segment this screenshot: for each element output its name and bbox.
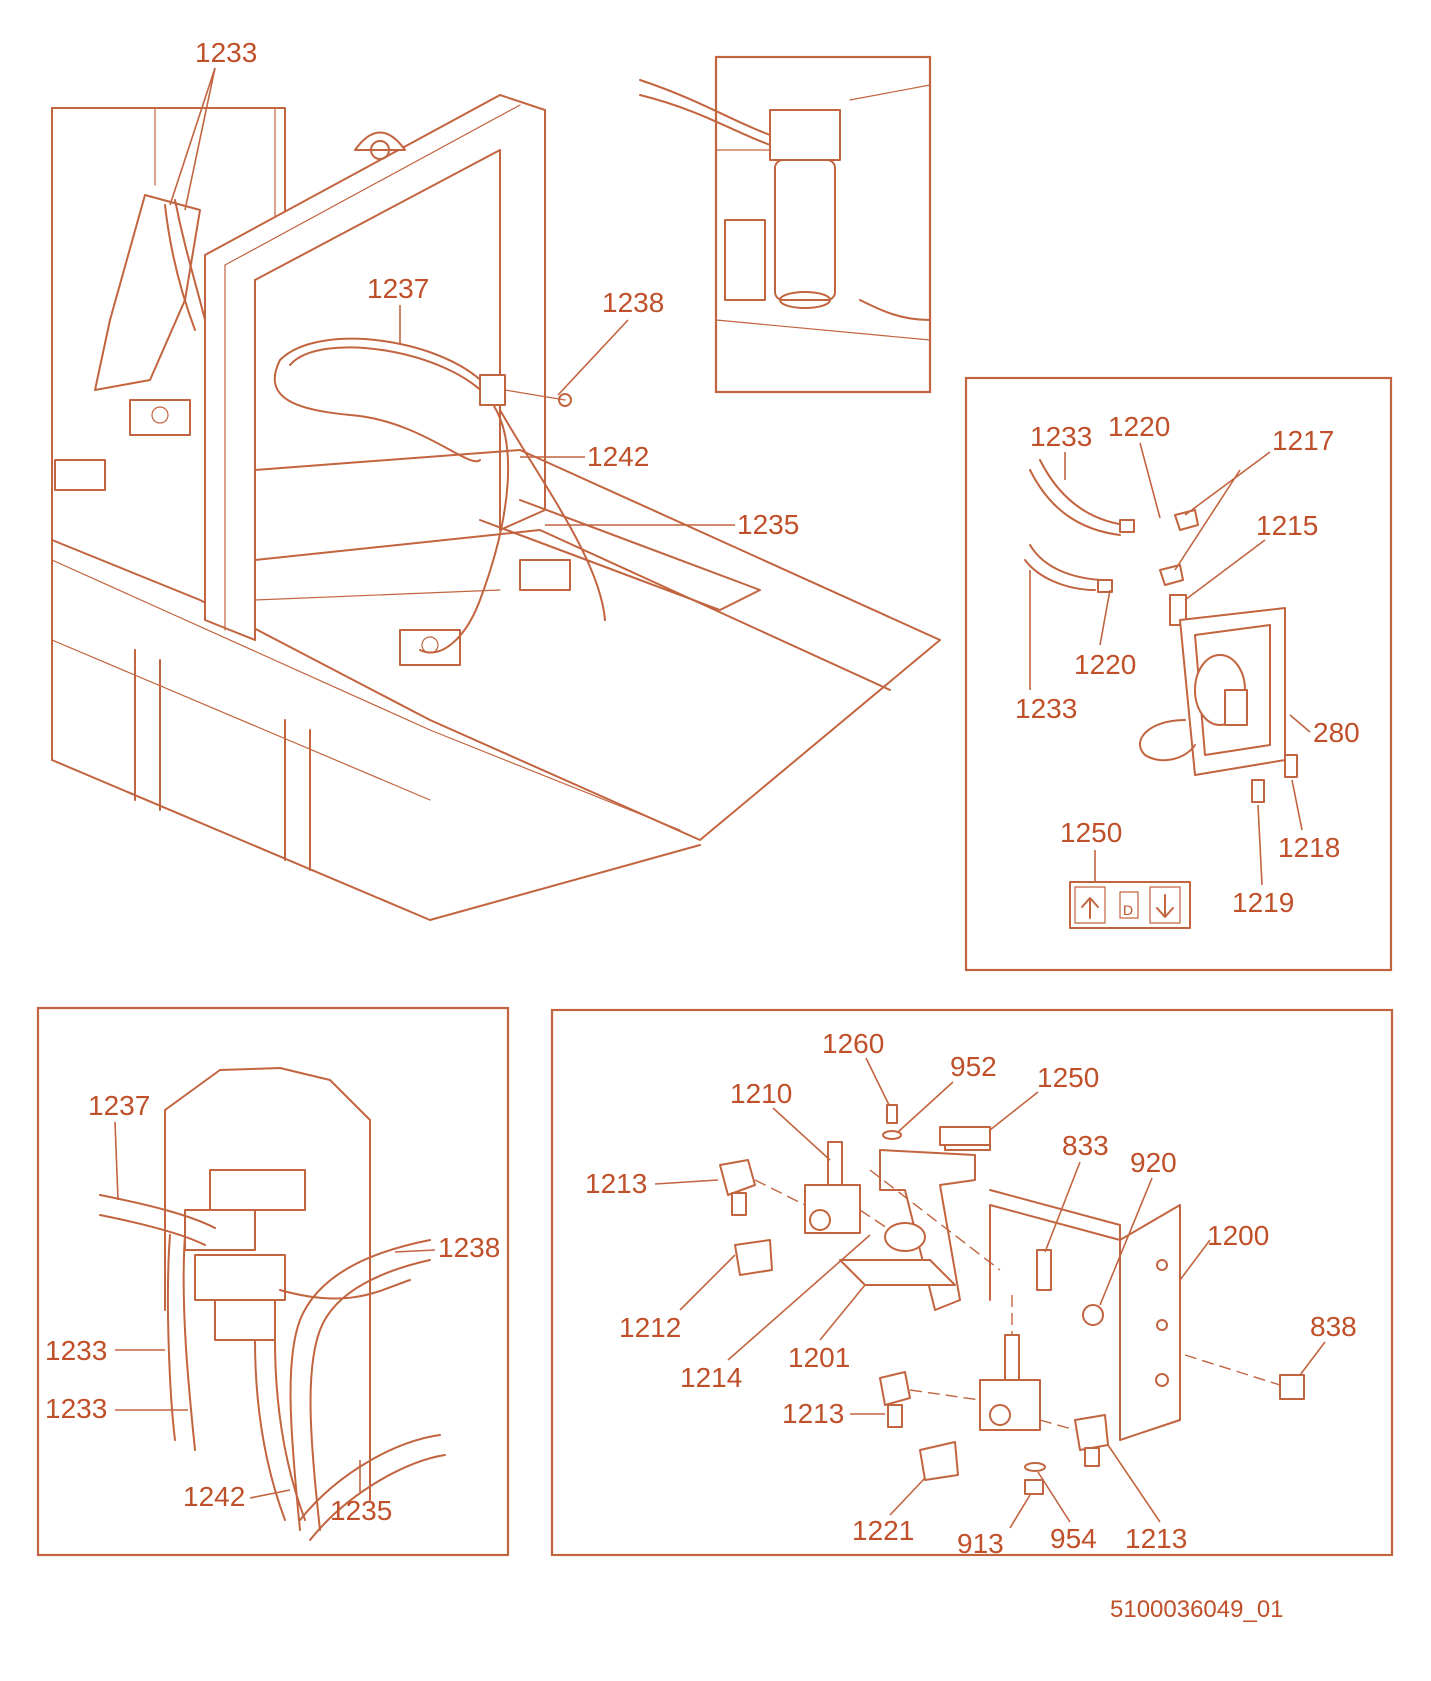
label-1233-hoses-b: 1233 [45, 1393, 107, 1424]
label-838: 838 [1310, 1311, 1357, 1342]
tank-inset-labels: 1233 1220 1217 1215 1220 1233 280 1250 1… [1015, 411, 1360, 918]
label-1233-main: 1233 [195, 37, 257, 68]
label-1260: 1260 [822, 1028, 884, 1059]
label-1217: 1217 [1272, 425, 1334, 456]
label-913: 913 [957, 1528, 1004, 1559]
label-952: 952 [950, 1051, 997, 1082]
label-1201: 1201 [788, 1342, 850, 1373]
label-1237-hoses: 1237 [88, 1090, 150, 1121]
label-1250-tank: 1250 [1060, 817, 1122, 848]
label-833: 833 [1062, 1130, 1109, 1161]
label-1213-b: 1213 [782, 1398, 844, 1429]
valve-assembly-inset [550, 1008, 1394, 1557]
label-1210: 1210 [730, 1078, 792, 1109]
main-view-labels: 1233 1237 1238 1242 1235 [169, 37, 799, 540]
label-1220-tank-b: 1220 [1074, 649, 1136, 680]
label-1233-tank-a: 1233 [1030, 421, 1092, 452]
hose-connections-inset [36, 1006, 510, 1557]
label-1218: 1218 [1278, 832, 1340, 863]
label-1242-hoses: 1242 [183, 1481, 245, 1512]
label-1238-hoses: 1238 [438, 1232, 500, 1263]
decal-1250: D [1069, 881, 1191, 929]
filter-detail-inset [639, 55, 932, 394]
label-1233-hoses-a: 1233 [45, 1335, 107, 1366]
label-1233-tank-b: 1233 [1015, 693, 1077, 724]
label-1242-main: 1242 [587, 441, 649, 472]
label-280: 280 [1313, 717, 1360, 748]
hose-inset-labels: 1237 1238 1233 1233 1242 1235 [45, 1090, 500, 1526]
fuel-pump-d-icon: D [1123, 902, 1133, 918]
drain-down-arrow-icon [1156, 894, 1174, 918]
label-1214: 1214 [680, 1362, 742, 1393]
label-1215: 1215 [1256, 510, 1318, 541]
label-1235-hoses: 1235 [330, 1495, 392, 1526]
label-920: 920 [1130, 1147, 1177, 1178]
label-1220-tank-a: 1220 [1108, 411, 1170, 442]
label-1250-valves: 1250 [1037, 1062, 1099, 1093]
label-1235-main: 1235 [737, 509, 799, 540]
label-1200: 1200 [1207, 1220, 1269, 1251]
label-1213-c: 1213 [1125, 1523, 1187, 1554]
label-1219: 1219 [1232, 887, 1294, 918]
label-1221: 1221 [852, 1515, 914, 1546]
tank-fitting-inset: D [964, 376, 1393, 972]
label-954: 954 [1050, 1523, 1097, 1554]
document-id: 5100036049_01 [1110, 1596, 1284, 1623]
main-frame-view [51, 94, 941, 921]
label-1237-main: 1237 [367, 273, 429, 304]
label-1213-a: 1213 [585, 1168, 647, 1199]
fill-up-arrow-icon [1081, 897, 1099, 919]
label-1238-main: 1238 [602, 287, 664, 318]
valve-inset-labels: 1260 952 1250 1210 833 920 1213 1200 121… [585, 1028, 1357, 1559]
label-1212: 1212 [619, 1312, 681, 1343]
